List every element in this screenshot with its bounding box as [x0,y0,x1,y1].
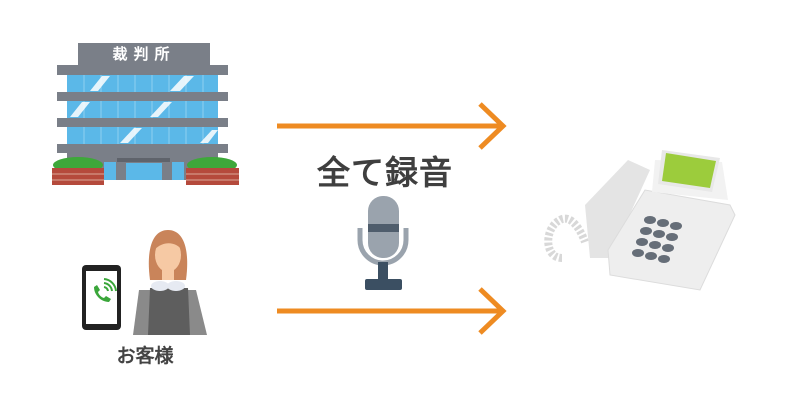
arrow-bottom-icon [277,287,507,335]
customer-label: お客様 [116,345,174,367]
phone-call-icon [94,278,117,302]
court-sign: 裁判所 [112,45,176,63]
office-phone-icon [544,150,736,291]
smartphone-icon [82,265,121,330]
all-recording-label: 全て録音 [317,153,453,192]
court-building-icon [52,43,239,185]
microphone-icon [357,196,409,290]
arrow-top-icon [277,102,507,150]
customer-avatar-icon [133,230,207,335]
hedge-right-icon [186,157,239,185]
hedge-left-icon [52,157,104,185]
